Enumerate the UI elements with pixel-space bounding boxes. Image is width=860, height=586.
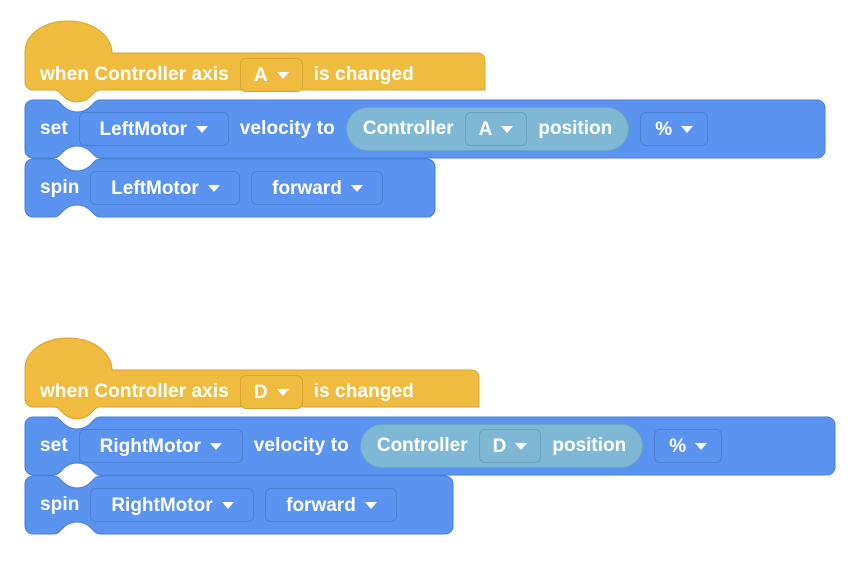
- chevron-down-icon: [695, 443, 708, 450]
- velocity-to-label: velocity to: [239, 118, 335, 139]
- controller-axis-position-reporter[interactable]: Controller D position: [359, 424, 644, 468]
- spin-label: spin: [40, 494, 80, 515]
- motor-dropdown[interactable]: RightMotor: [90, 488, 255, 522]
- position-label: position: [538, 118, 613, 139]
- script-stack-left-motor[interactable]: when Controller axis A is changed set Le…: [24, 20, 826, 218]
- unit-dropdown-value: %: [655, 118, 673, 140]
- unit-dropdown-value: %: [669, 435, 687, 457]
- motor-dropdown-value: RightMotor: [99, 435, 201, 457]
- chevron-down-icon: [221, 502, 234, 509]
- chevron-down-icon: [196, 126, 209, 133]
- axis-dropdown[interactable]: D: [239, 375, 303, 409]
- chevron-down-icon: [515, 443, 528, 450]
- spin-block-left[interactable]: spin LeftMotor forward: [24, 158, 436, 218]
- position-label: position: [552, 435, 627, 456]
- hat-label-prefix: when Controller axis: [40, 381, 229, 402]
- motor-dropdown[interactable]: LeftMotor: [78, 112, 229, 146]
- unit-dropdown[interactable]: %: [640, 112, 709, 146]
- chevron-down-icon: [276, 389, 289, 396]
- script-stack-right-motor[interactable]: when Controller axis D is changed set Ri…: [24, 337, 836, 535]
- chevron-down-icon: [207, 185, 220, 192]
- reporter-axis-dropdown[interactable]: A: [464, 112, 528, 146]
- motor-dropdown-value: LeftMotor: [111, 177, 199, 199]
- event-hat-block-axis-d[interactable]: when Controller axis D is changed: [24, 337, 480, 420]
- event-hat-block-axis-a[interactable]: when Controller axis A is changed: [24, 20, 486, 103]
- axis-dropdown-value: A: [253, 64, 268, 86]
- chevron-down-icon: [276, 72, 289, 79]
- velocity-to-label: velocity to: [253, 435, 349, 456]
- controller-axis-position-reporter[interactable]: Controller A position: [345, 107, 630, 151]
- hat-label-suffix: is changed: [313, 64, 414, 85]
- axis-dropdown[interactable]: A: [239, 58, 303, 92]
- hat-label-prefix: when Controller axis: [40, 64, 229, 85]
- set-velocity-block-left[interactable]: set LeftMotor velocity to Controller A p…: [24, 99, 826, 159]
- chevron-down-icon: [681, 126, 694, 133]
- chevron-down-icon: [364, 502, 377, 509]
- axis-dropdown-value: D: [253, 381, 268, 403]
- controller-label: Controller: [362, 118, 454, 139]
- direction-dropdown[interactable]: forward: [251, 171, 384, 205]
- spin-block-right[interactable]: spin RightMotor forward: [24, 475, 454, 535]
- motor-dropdown-value: LeftMotor: [99, 118, 188, 140]
- reporter-axis-value: D: [492, 435, 507, 457]
- set-velocity-content: set LeftMotor velocity to Controller A p…: [40, 99, 709, 159]
- set-label: set: [40, 118, 68, 139]
- chevron-down-icon: [501, 126, 514, 133]
- spin-label: spin: [40, 177, 80, 198]
- direction-dropdown[interactable]: forward: [265, 488, 398, 522]
- motor-dropdown[interactable]: RightMotor: [78, 429, 243, 463]
- reporter-axis-dropdown[interactable]: D: [478, 429, 542, 463]
- motor-dropdown[interactable]: LeftMotor: [90, 171, 241, 205]
- direction-dropdown-value: forward: [272, 177, 342, 199]
- set-velocity-block-right[interactable]: set RightMotor velocity to Controller D …: [24, 416, 836, 476]
- reporter-axis-value: A: [478, 118, 493, 140]
- set-label: set: [40, 435, 68, 456]
- hat-label-suffix: is changed: [313, 381, 414, 402]
- motor-dropdown-value: RightMotor: [111, 494, 213, 516]
- set-velocity-content: set RightMotor velocity to Controller D …: [40, 416, 723, 476]
- hat-block-content: when Controller axis D is changed: [40, 370, 414, 414]
- chevron-down-icon: [209, 443, 222, 450]
- controller-label: Controller: [376, 435, 468, 456]
- spin-block-content: spin LeftMotor forward: [40, 158, 384, 218]
- direction-dropdown-value: forward: [286, 494, 356, 516]
- hat-block-content: when Controller axis A is changed: [40, 53, 414, 97]
- chevron-down-icon: [350, 185, 363, 192]
- unit-dropdown[interactable]: %: [654, 429, 723, 463]
- spin-block-content: spin RightMotor forward: [40, 475, 398, 535]
